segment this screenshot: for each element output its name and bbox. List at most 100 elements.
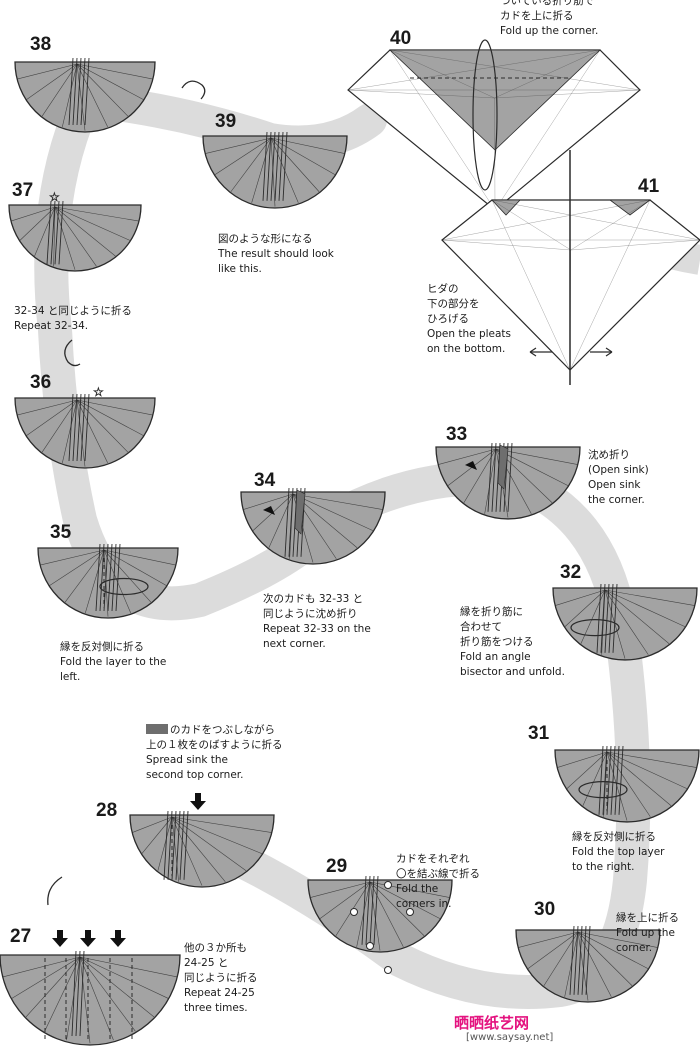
caption-34-jp-1: 次のカドも 32-33 と: [263, 592, 371, 607]
push-arrow-27b: [80, 930, 96, 947]
step-number-36: 36: [30, 372, 51, 394]
step-29-dot: [385, 882, 392, 889]
step-29-dot: [385, 967, 392, 974]
caption-40-jp-2: カドを上に折る: [500, 9, 598, 24]
caption-37-en: Repeat 32-34.: [14, 319, 132, 334]
step-number-34: 34: [254, 470, 275, 492]
push-arrow-27a: [52, 930, 68, 947]
caption-39: 図のような形になる The result should look like th…: [218, 232, 334, 277]
caption-33-jp-2: (Open sink): [588, 463, 649, 478]
caption-32-en-1: Fold an angle: [460, 650, 565, 665]
caption-35-en-2: left.: [60, 670, 166, 685]
caption-41-jp-1: ヒダの: [427, 282, 511, 297]
watermark-url: [www.saysay.net]: [466, 1032, 553, 1043]
caption-33-en-1: Open sink: [588, 478, 649, 493]
step-number-31: 31: [528, 723, 549, 745]
step-number-35: 35: [50, 522, 71, 544]
caption-39-jp: 図のような形になる: [218, 232, 334, 247]
step-number-41: 41: [638, 176, 659, 198]
caption-30: 縁を上に折る Fold up the corner.: [616, 911, 679, 956]
step-number-27: 27: [10, 926, 31, 948]
turn-over-arrow-28: [48, 877, 62, 905]
step-31-model-paper: [555, 750, 699, 822]
step-29-dot: [367, 943, 374, 950]
step-number-32: 32: [560, 562, 581, 584]
caption-28-en-1: Spread sink the: [146, 753, 283, 768]
push-arrow-27c: [110, 930, 126, 947]
caption-28: のカドをつぶしながら 上の１枚をのばすように折る Spread sink the…: [146, 723, 283, 783]
caption-31-en-1: Fold the top layer: [572, 845, 664, 860]
step-number-37: 37: [12, 180, 33, 202]
caption-30-en-1: Fold up the: [616, 926, 679, 941]
caption-35: 縁を反対側に折る Fold the layer to the left.: [60, 640, 166, 685]
step-number-28: 28: [96, 800, 117, 822]
caption-40-jp-1: ついている折り筋で: [500, 0, 598, 9]
caption-33: 沈め折り (Open sink) Open sink the corner.: [588, 448, 649, 508]
step-27-model-paper: [0, 955, 180, 1045]
caption-27-en-1: Repeat 24-25: [184, 986, 258, 1001]
caption-39-en-1: The result should look: [218, 247, 334, 262]
step-number-38: 38: [30, 34, 51, 56]
step-37-model-star: ☆: [49, 190, 60, 204]
push-arrow-28: [190, 793, 206, 810]
caption-29-en-1: Fold the: [396, 882, 480, 897]
caption-35-en-1: Fold the layer to the: [60, 655, 166, 670]
caption-34-jp-2: 同じように沈め折り: [263, 607, 371, 622]
caption-37: 32-34 と同じように折る Repeat 32-34.: [14, 304, 132, 334]
caption-31: 縁を反対側に折る Fold the top layer to the right…: [572, 830, 664, 875]
step-number-40: 40: [390, 28, 411, 50]
caption-41-en-2: on the bottom.: [427, 342, 511, 357]
caption-27: 他の３か所も 24-25 と 同じように折る Repeat 24-25 thre…: [184, 941, 258, 1016]
caption-28-en-2: second top corner.: [146, 768, 283, 783]
caption-30-en-2: corner.: [616, 941, 679, 956]
caption-32-jp-3: 折り筋をつける: [460, 635, 565, 650]
caption-30-jp: 縁を上に折る: [616, 911, 679, 926]
caption-27-jp-2: 24-25 と: [184, 956, 258, 971]
caption-29-jp-1: カドをそれぞれ: [396, 852, 480, 867]
caption-27-en-2: three times.: [184, 1001, 258, 1016]
caption-31-en-2: to the right.: [572, 860, 664, 875]
caption-32-en-2: bisector and unfold.: [460, 665, 565, 680]
step-27-model: [0, 951, 180, 1045]
caption-32: 縁を折り筋に 合わせて 折り筋をつける Fold an angle bisect…: [460, 605, 565, 680]
step-number-39: 39: [215, 111, 236, 133]
caption-29: カドをそれぞれ 〇を結ぶ線で折る Fold the corners in.: [396, 852, 480, 912]
caption-39-en-2: like this.: [218, 262, 334, 277]
caption-41-jp-2: 下の部分を: [427, 297, 511, 312]
caption-33-jp-1: 沈め折り: [588, 448, 649, 463]
step-32-model: [553, 584, 697, 660]
caption-34: 次のカドも 32-33 と 同じように沈め折り Repeat 32-33 on …: [263, 592, 371, 652]
step-37-model: ☆: [9, 190, 141, 271]
caption-41-en-1: Open the pleats: [427, 327, 511, 342]
step-number-29: 29: [326, 856, 347, 878]
caption-28-jp-2: 上の１枚をのばすように折る: [146, 738, 283, 753]
caption-29-en-2: corners in.: [396, 897, 480, 912]
caption-41-jp-3: ひろげる: [427, 312, 511, 327]
caption-28-jp-1: のカドをつぶしながら: [146, 723, 283, 738]
step-37-model-paper: [9, 205, 141, 271]
caption-34-en-2: next corner.: [263, 637, 371, 652]
caption-41: ヒダの 下の部分を ひろげる Open the pleats on the bo…: [427, 282, 511, 357]
step-39-model: [203, 132, 347, 208]
caption-32-jp-1: 縁を折り筋に: [460, 605, 565, 620]
caption-37-jp: 32-34 と同じように折る: [14, 304, 132, 319]
caption-28-jp-1-text: のカドをつぶしながら: [170, 724, 275, 736]
caption-40-en: Fold up the corner.: [500, 24, 598, 39]
dark-swatch: [146, 724, 168, 734]
step-31-model: [555, 746, 699, 822]
step-36-model-star: ☆: [93, 385, 104, 399]
step-29-dot: [351, 909, 358, 916]
caption-40: ついている折り筋で カドを上に折る Fold up the corner.: [500, 0, 598, 39]
caption-27-jp-1: 他の３か所も: [184, 941, 258, 956]
step-number-30: 30: [534, 899, 555, 921]
caption-33-en-2: the corner.: [588, 493, 649, 508]
step-36-model: ☆: [15, 385, 155, 468]
caption-34-en-1: Repeat 32-33 on the: [263, 622, 371, 637]
caption-31-jp: 縁を反対側に折る: [572, 830, 664, 845]
watermark-title: 晒晒纸艺网: [454, 1012, 529, 1033]
caption-32-jp-2: 合わせて: [460, 620, 565, 635]
caption-35-jp: 縁を反対側に折る: [60, 640, 166, 655]
caption-29-jp-2: 〇を結ぶ線で折る: [396, 867, 480, 882]
caption-27-jp-3: 同じように折る: [184, 971, 258, 986]
